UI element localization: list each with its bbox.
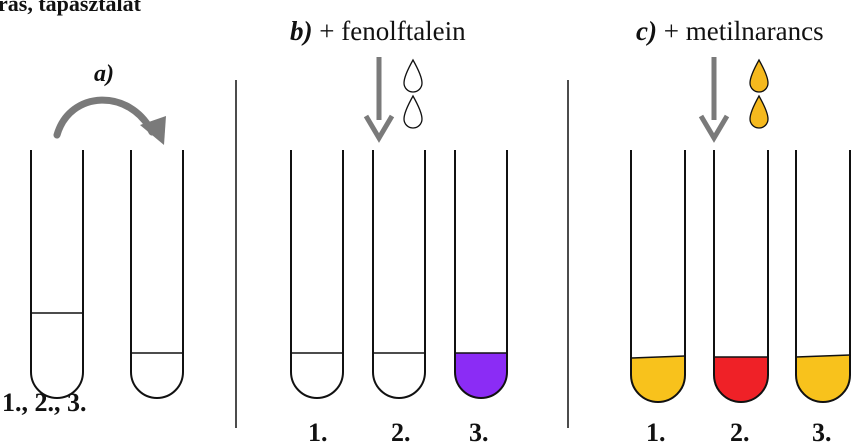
add-arrow-icon	[363, 114, 395, 143]
panel-c-number-1: 1.	[646, 418, 666, 444]
header-title-fragment: rás, tapasztalat	[0, 0, 142, 16]
add-arrow-icon	[698, 114, 730, 143]
droplet-icon	[749, 94, 769, 129]
panel-b-reagent: + fenolftalein	[313, 16, 467, 46]
tube-outline	[713, 150, 769, 403]
panel-a-tube-left	[30, 150, 84, 399]
panel-b-tube-2	[372, 150, 426, 399]
panel-c-tube-2	[713, 150, 769, 403]
panel-c-reagent: + metilnarancs	[657, 16, 824, 46]
panel-b-number-2: 2.	[391, 418, 411, 444]
panel-b: b) + fenolftalein 1. 2. 3.	[290, 16, 508, 444]
panel-b-tube-3	[454, 150, 508, 399]
tube-outline	[30, 150, 84, 399]
panel-a-label: a)	[94, 61, 114, 87]
panel-b-number-1: 1.	[308, 418, 328, 444]
liquid-yellow	[631, 356, 685, 402]
panel-c: c) + metilnarancs 1. 2. 3.	[630, 16, 851, 444]
liquid-level-line	[795, 354, 851, 358]
pour-arrowhead-icon	[140, 116, 166, 145]
panel-a-tube-right	[130, 150, 184, 399]
tube-outline	[454, 150, 508, 399]
panel-b-letter: b)	[290, 16, 313, 46]
liquid-level-line	[630, 355, 686, 359]
panel-b-tube-1	[290, 150, 344, 399]
panel-b-number-3: 3.	[469, 418, 489, 444]
liquid-red	[714, 357, 768, 402]
liquid-yellow	[796, 355, 850, 402]
tube-outline	[290, 150, 344, 399]
panel-c-title: c) + metilnarancs	[636, 16, 824, 46]
tube-outline	[372, 150, 426, 399]
droplet-icon	[403, 94, 423, 129]
tube-outline	[630, 150, 686, 403]
droplet-icon	[403, 58, 423, 93]
pour-arrow-icon	[53, 96, 156, 139]
tube-outline	[130, 150, 184, 399]
panel-a: a) 1., 2., 3.	[2, 61, 184, 417]
panel-a-tube-numbers: 1., 2., 3.	[2, 388, 87, 417]
panel-c-number-3: 3.	[812, 418, 832, 444]
panel-b-title: b) + fenolftalein	[290, 16, 466, 46]
panel-c-tube-3	[795, 150, 851, 403]
panel-c-letter: c)	[636, 16, 657, 46]
liquid-purple	[455, 353, 507, 398]
tube-outline	[795, 150, 851, 403]
panel-c-tube-1	[630, 150, 686, 403]
panel-c-number-2: 2.	[730, 418, 750, 444]
droplet-icon	[749, 58, 769, 93]
